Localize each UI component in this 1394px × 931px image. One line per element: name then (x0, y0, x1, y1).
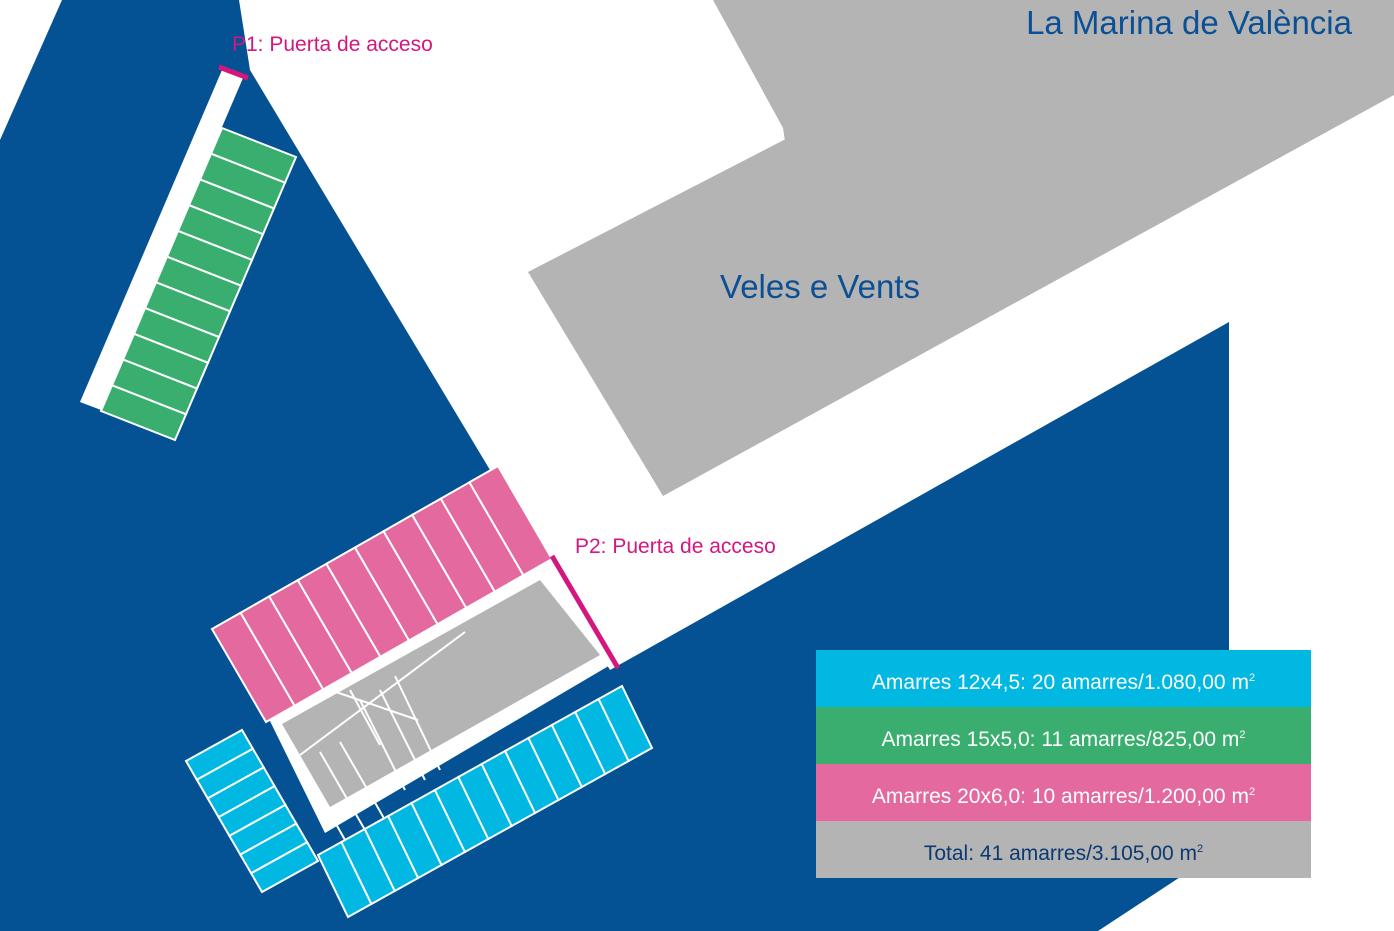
legend-unit: 2 (1248, 786, 1256, 798)
berth-group-20x6-0 (210, 464, 554, 724)
access-gate-p2 (549, 554, 621, 670)
berth-group-15x5-0 (99, 126, 298, 442)
berth-divider (319, 751, 366, 831)
pier-inner-lines (299, 631, 466, 841)
berth-divider (299, 631, 466, 756)
berth-divider (349, 689, 381, 746)
legend-row-total: Total: 41 amarres/3.105,00 m2 (816, 821, 1311, 878)
legend-row-15x5: Amarres 15x5,0: 11 amarres/825,00 m2 (816, 707, 1311, 764)
berth-slot (597, 684, 654, 763)
berth-divider (339, 741, 386, 821)
berth-slot (99, 383, 188, 442)
berth-divider (394, 675, 441, 771)
berth-group-12x4-5 (316, 684, 654, 919)
legend-unit: 2 (1248, 672, 1256, 684)
pier-north-walkway (80, 70, 243, 410)
access-label-p1: P1: Puerta de acceso (232, 33, 433, 56)
map-title: La Marina de València (1026, 4, 1352, 41)
access-gate-p1 (218, 64, 249, 81)
legend-unit: 2 (1239, 729, 1246, 741)
berth-legend: Amarres 12x4,5: 20 amarres/1.080,00 m2 A… (816, 650, 1311, 878)
berths (99, 126, 654, 919)
legend-text: Amarres 15x5,0: 11 amarres/825,00 m (881, 728, 1240, 751)
berth-divider (379, 689, 426, 781)
berth-slot (249, 840, 320, 894)
berth-group-12x4-5 (184, 728, 320, 894)
berth-divider (329, 689, 419, 721)
access-label-p2: P2: Puerta de acceso (575, 535, 776, 558)
legend-text: Amarres 20x6,0: 10 amarres/1.200,00 m (871, 785, 1249, 808)
building-veles-e-vents (528, 0, 1394, 496)
berth-divider (359, 699, 406, 791)
legend-row-20x6: Amarres 20x6,0: 10 amarres/1.200,00 m2 (816, 764, 1311, 821)
legend-row-12x4-5: Amarres 12x4,5: 20 amarres/1.080,00 m2 (816, 650, 1311, 707)
legend-text: Amarres 12x4,5: 20 amarres/1.080,00 m (871, 671, 1249, 694)
berth-divider (299, 759, 346, 841)
legend-text: Total: 41 amarres/3.105,00 m (923, 842, 1198, 865)
building-label: Veles e Vents (720, 268, 920, 305)
pier-south-building (282, 580, 600, 807)
legend-unit: 2 (1197, 843, 1204, 855)
